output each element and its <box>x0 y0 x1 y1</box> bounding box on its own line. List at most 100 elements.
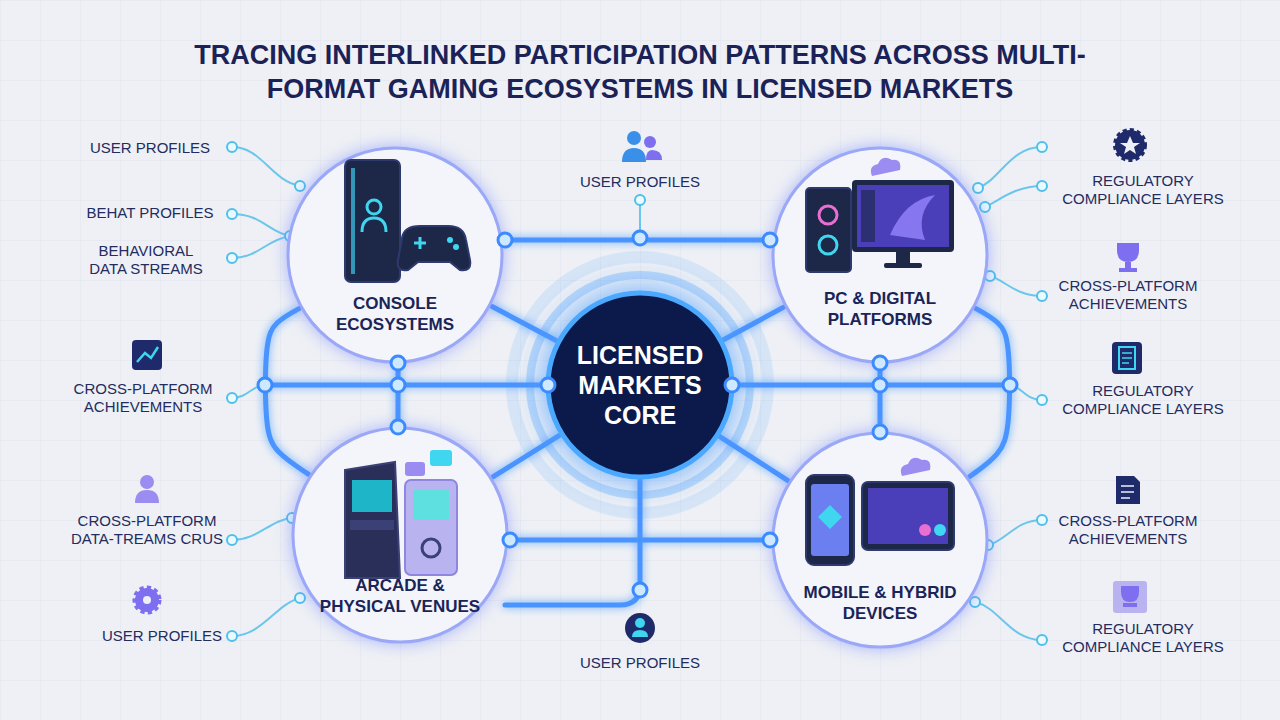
console-body <box>345 160 400 282</box>
bus-wire <box>265 383 548 388</box>
leader-dot <box>295 593 305 603</box>
platform-label: CONSOLE ECOSYSTEMS <box>320 293 470 335</box>
leader-dot <box>980 202 990 212</box>
game-controller <box>398 226 471 270</box>
platform-label: MOBILE & HYBRID DEVICES <box>798 582 963 624</box>
platform-circle: CONSOLE ECOSYSTEMS <box>285 145 505 365</box>
pc-tower <box>806 188 851 272</box>
cloud-icon <box>901 458 930 476</box>
trophy-icon <box>1123 603 1137 607</box>
side-label: USER PROFILES <box>560 173 720 191</box>
node-text-box: ARCADE & PHYSICAL VENUES <box>315 575 485 617</box>
trophy-icon <box>1125 262 1131 268</box>
platform-circle: MOBILE & HYBRID DEVICES <box>770 430 990 650</box>
user-badge-icon <box>632 630 648 637</box>
chat-bubble <box>430 450 452 466</box>
kiosk-reader <box>422 539 440 557</box>
document-icon <box>1121 486 1134 498</box>
connector-line <box>970 309 1010 477</box>
side-label: CROSS-PLATFORM ACHIEVEMENTS <box>1048 512 1208 548</box>
leader-dot <box>1037 142 1047 152</box>
side-label: USER PROFILES <box>560 654 720 672</box>
side-label: BEHAT PROFILES <box>70 204 230 222</box>
pc-fan <box>819 206 837 224</box>
users-icon <box>622 148 646 162</box>
console-light-strip <box>351 168 355 274</box>
leader-dot <box>635 195 645 205</box>
chart-icon <box>137 347 158 362</box>
pc-monitor <box>852 180 954 252</box>
circle-outline <box>770 145 990 365</box>
side-label: REGULATORY COMPLIANCE LAYERS <box>1053 620 1233 656</box>
leader-dot <box>227 253 237 263</box>
leader-line <box>232 147 300 186</box>
junction-dot <box>541 378 555 392</box>
connector-line <box>720 437 788 481</box>
badge-icon <box>1115 130 1145 160</box>
cloud-icon <box>871 158 900 176</box>
users-icon <box>627 131 641 145</box>
connector-line <box>492 307 556 341</box>
kiosk-body <box>405 480 457 575</box>
junction-dot <box>503 533 517 547</box>
trophy-icon <box>1121 586 1139 602</box>
document-icon <box>1122 353 1132 363</box>
arcade-cabinet <box>345 462 400 578</box>
platform-label: ARCADE & PHYSICAL VENUES <box>315 575 485 617</box>
leader-dot <box>295 181 305 191</box>
console-person-icon <box>362 218 386 232</box>
junction-dot <box>498 233 512 247</box>
phone-body <box>806 475 854 565</box>
trophy-icon <box>1117 243 1139 262</box>
side-label: BEHAVIORAL DATA STREAMS <box>80 242 212 278</box>
leader-dot <box>1037 181 1047 191</box>
pc-fan <box>819 236 837 254</box>
user-badge-icon <box>635 618 645 628</box>
leader-dot <box>1037 395 1047 405</box>
leader-dot <box>1037 291 1047 301</box>
arcade-screen <box>352 480 392 512</box>
tablet-button <box>919 524 931 536</box>
junction-dot <box>391 378 405 392</box>
connector-line <box>265 309 308 475</box>
tablet-screen <box>868 488 948 544</box>
document-icon <box>1119 347 1135 369</box>
node-text-box: MOBILE & HYBRID DEVICES <box>798 582 963 624</box>
core-halo <box>530 275 750 495</box>
core-halo <box>512 257 768 513</box>
connector-line <box>724 307 784 339</box>
phone-app-icon <box>818 505 842 529</box>
side-label: REGULATORY COMPLIANCE LAYERS <box>1053 382 1233 418</box>
document-icon <box>1116 476 1140 504</box>
side-label: USER PROFILES <box>70 139 230 157</box>
connector-line <box>504 238 771 243</box>
junction-dot <box>725 378 739 392</box>
connector-line <box>493 435 559 476</box>
controller-dpad <box>414 237 426 249</box>
tablet-body <box>862 482 954 550</box>
leader-line <box>232 214 290 236</box>
core-circle: LICENSED MARKETS CORE <box>545 290 735 480</box>
leader-dot <box>1037 515 1047 525</box>
bus-wire <box>878 363 883 432</box>
leader-line <box>232 236 290 258</box>
side-label: CROSS-PLATFORM ACHIEVEMENTS <box>1048 277 1208 313</box>
user-badge-icon <box>625 613 655 643</box>
kiosk-screen <box>413 490 449 520</box>
controller-button <box>447 237 453 243</box>
document-icon <box>1112 342 1142 374</box>
bus-wire <box>732 383 1010 388</box>
trophy-icon <box>1119 268 1137 272</box>
junction-dot <box>873 425 887 439</box>
node-text-box: LICENSED MARKETS CORE <box>555 340 725 430</box>
node-text-box: CONSOLE ECOSYSTEMS <box>320 293 470 335</box>
junction-dot <box>391 356 405 370</box>
phone-screen <box>811 484 849 556</box>
leader-dot <box>227 142 237 152</box>
connector-line <box>510 538 770 543</box>
